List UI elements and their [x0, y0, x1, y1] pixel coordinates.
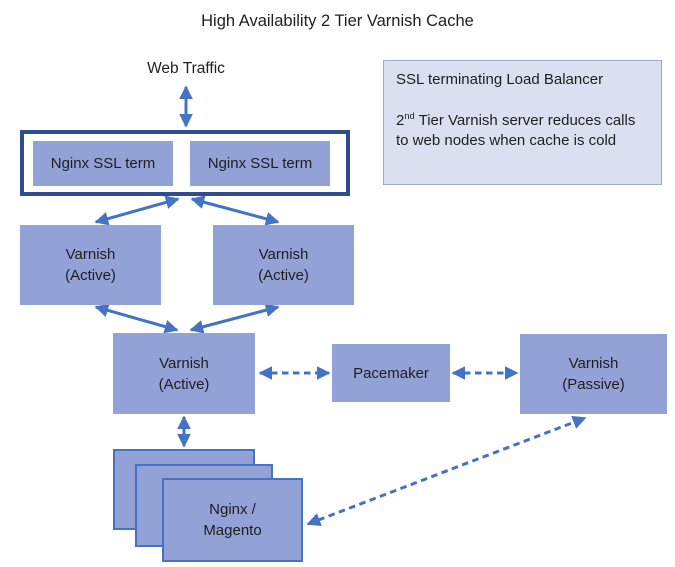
annotation-note: SSL terminating Load Balancer 2nd Tier V… [383, 60, 662, 185]
note-line-1: SSL terminating Load Balancer [396, 71, 604, 88]
node-nginx-ssl-term-right: Nginx SSL term [190, 141, 330, 186]
note-line-2-ordinal: nd [404, 110, 415, 121]
lb-to-varnish-right-arrow [190, 195, 280, 226]
diagram-title: High Availability 2 Tier Varnish Cache [201, 12, 474, 30]
lb-to-varnish-left-arrow [94, 195, 180, 226]
node-nginx-magento: Nginx / Magento [162, 478, 303, 562]
node-nginx-ssl-term-left: Nginx SSL term [33, 141, 173, 186]
node-varnish-active-right: Varnish (Active) [213, 225, 354, 305]
node-pacemaker: Pacemaker [332, 344, 450, 402]
varnish-left-to-tier2-arrow [94, 303, 179, 334]
note-line-2-text: Tier Varnish server reduces calls to web… [396, 111, 636, 150]
node-varnish-active-tier2: Varnish (Active) [113, 333, 255, 414]
node-varnish-active-left: Varnish (Active) [20, 225, 161, 305]
passive-to-webnodes-dashed-arrow [306, 415, 587, 527]
note-line-2: 2nd Tier Varnish server reduces calls to… [396, 111, 649, 152]
varnish-right-to-tier2-arrow [189, 303, 280, 334]
web-traffic-label: Web Traffic [147, 60, 225, 77]
node-varnish-passive: Varnish (Passive) [520, 334, 667, 414]
note-line-2-number: 2 [396, 111, 405, 129]
